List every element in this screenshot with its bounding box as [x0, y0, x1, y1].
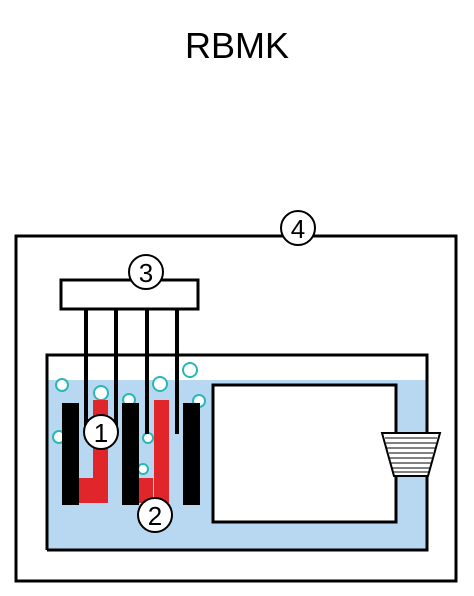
- marker-4: 4: [280, 210, 316, 246]
- steam-loop-inner: [211, 383, 398, 524]
- graphite-blocks: [62, 403, 200, 505]
- svg-text:4: 4: [291, 214, 305, 244]
- circulation-pump: [380, 432, 442, 477]
- diagram-title: RBMK: [185, 25, 289, 66]
- marker-1: 1: [83, 414, 119, 450]
- control-rod-drive: [59, 278, 200, 311]
- marker-3: 3: [128, 254, 164, 290]
- control-rods: [84, 309, 179, 434]
- marker-2: 2: [137, 497, 173, 533]
- svg-text:2: 2: [148, 501, 162, 531]
- svg-text:1: 1: [94, 418, 108, 448]
- coolant-loop-outer: [45, 353, 429, 552]
- svg-text:3: 3: [139, 258, 153, 288]
- pipe-water: [398, 475, 427, 550]
